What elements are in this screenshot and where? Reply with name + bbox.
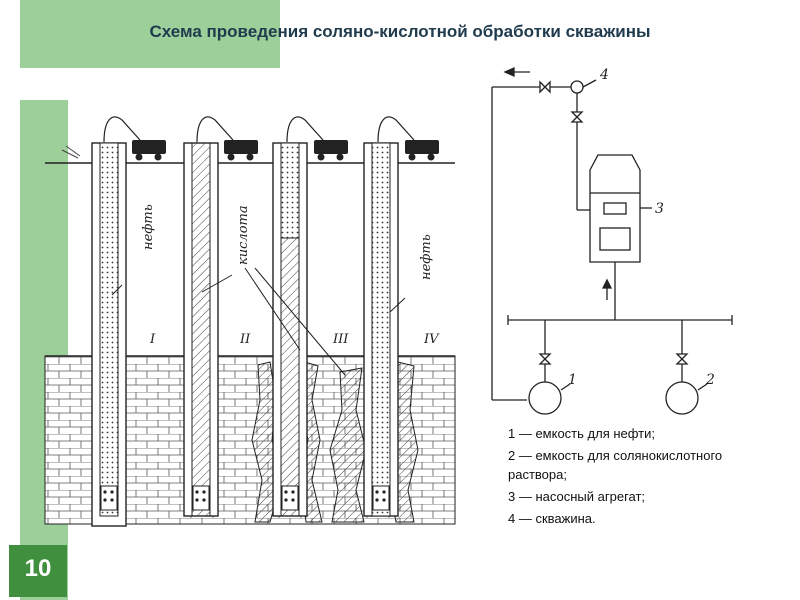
well-number-4: IV — [423, 332, 440, 347]
legend-item-1: 1 — емкость для нефти; — [508, 426, 655, 441]
label-neft-left: нефть — [141, 204, 156, 250]
schematic-label-4: 4 — [599, 67, 609, 83]
legend-item-4: 4 — скважина. — [508, 511, 596, 526]
slide-number: 10 — [24, 555, 52, 582]
well-1 — [91, 142, 127, 527]
slide-title: Схема проведения соляно-кислотной обрабо… — [149, 22, 651, 41]
legend: 1 — емкость для нефти; 2 — емкость для с… — [508, 424, 778, 531]
flow-schematic — [491, 66, 733, 415]
slide-number-box: 10 — [9, 545, 67, 597]
pump-truck-2 — [196, 116, 258, 161]
acid-zone-center — [329, 367, 367, 523]
legend-item-2: 2 — емкость для солянокислотного раствор… — [508, 448, 723, 482]
schematic-label-2: 2 — [705, 372, 715, 388]
well-number-3: III — [332, 332, 349, 347]
label-kislota: кислота — [236, 205, 251, 265]
well-number-1: I — [149, 332, 156, 347]
leader-lines — [111, 267, 406, 376]
well-number-2: II — [239, 332, 251, 347]
schematic-label-1: 1 — [568, 372, 577, 388]
legend-item-3: 3 — насосный агрегат; — [508, 489, 646, 504]
well-4 — [363, 142, 399, 517]
label-neft-right: нефть — [419, 234, 434, 280]
pump-truck-4 — [377, 116, 439, 161]
schematic-label-3: 3 — [655, 201, 664, 217]
pump-truck-1 — [103, 116, 166, 161]
pump-truck-3 — [286, 116, 348, 161]
well-3 — [272, 142, 308, 517]
well-2 — [183, 142, 219, 517]
header-green-block — [20, 0, 280, 68]
